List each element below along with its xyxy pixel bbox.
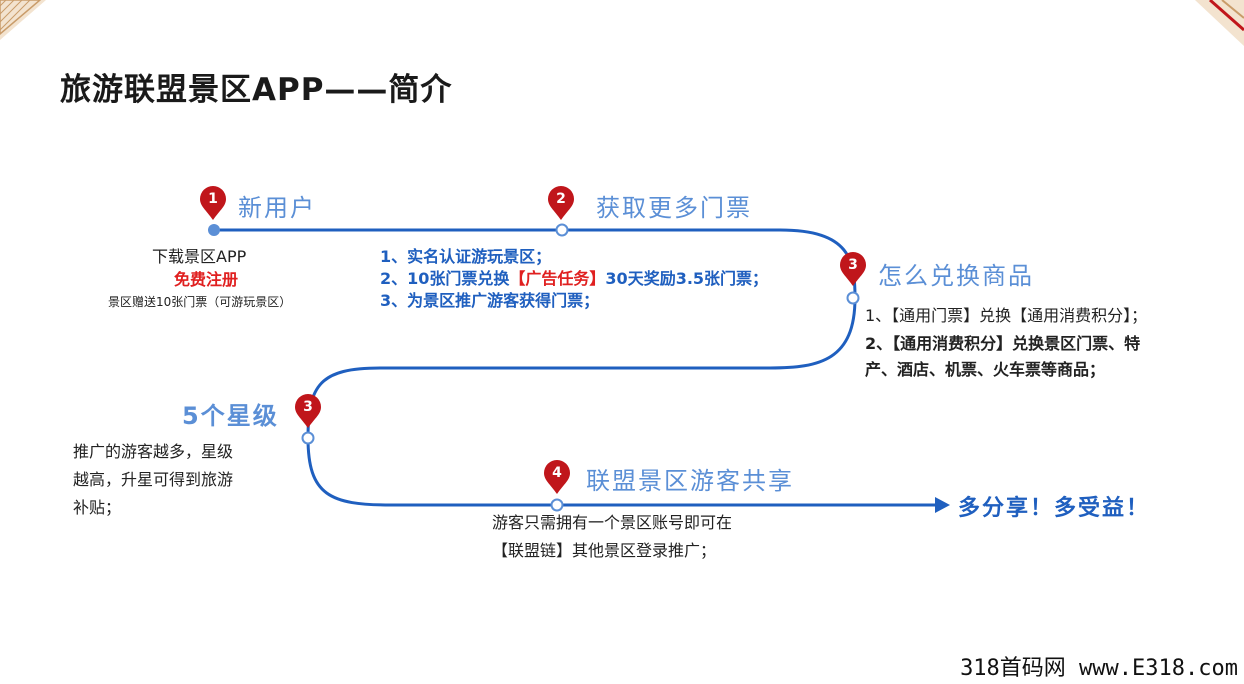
s2-line2: 2、10张门票兑换【广告任务】30天奖励3.5张门票； — [380, 268, 768, 290]
s4-line1: 推广的游客越多，星级 — [73, 442, 234, 461]
step-2-label: 获取更多门票 — [596, 194, 752, 222]
s3-line1: 1、【通用门票】兑换【通用消费积分】； — [865, 306, 1148, 325]
badge-number: 1 — [208, 191, 218, 207]
map-pin-icon — [548, 186, 574, 220]
badge-number: 2 — [556, 191, 566, 207]
s5-line1: 游客只需拥有一个景区账号即可在 — [492, 513, 733, 532]
map-pin-icon — [200, 186, 226, 220]
node-5 — [550, 498, 564, 512]
badge-number: 3 — [303, 399, 313, 415]
s1-line1: 下载景区APP — [152, 247, 247, 266]
corner-decoration-right — [1195, 0, 1244, 46]
page-title: 旅游联盟景区APP——简介 — [60, 72, 453, 108]
s5-line2: 【联盟链】其他景区登录推广； — [492, 541, 717, 560]
s1-line3: 景区赠送10张门票（可游玩景区） — [108, 295, 292, 309]
node-1 — [208, 224, 220, 236]
s2-line2-a: 2、10张门票兑换 — [380, 269, 510, 288]
s3-line2: 2、【通用消费积分】兑换景区门票、特 — [865, 334, 1141, 353]
step-4-label: 5个星级 — [182, 402, 279, 430]
map-pin-icon — [840, 252, 866, 286]
s2-line1: 1、实名认证游玩景区； — [380, 247, 552, 266]
end-slogan: 多分享！多受益！ — [958, 496, 1151, 521]
corner-decoration-left — [0, 0, 46, 40]
badge-number: 4 — [552, 465, 562, 481]
arrow-head — [935, 497, 950, 513]
node-3 — [846, 291, 860, 305]
s2-line3: 3、为景区推广游客获得门票； — [380, 291, 600, 310]
step-5-label: 联盟景区游客共享 — [586, 467, 794, 495]
footer-watermark: 318首码网 www.E318.com — [960, 656, 1238, 681]
node-2 — [555, 223, 569, 237]
s2-line2-c: 30天奖励3.5张门票； — [605, 269, 769, 288]
step-3-label: 怎么兑换商品 — [878, 262, 1034, 290]
map-pin-icon — [544, 460, 570, 494]
map-pin-icon — [295, 394, 321, 428]
s4-line2: 越高，升星可得到旅游 — [73, 470, 234, 489]
s1-line2: 免费注册 — [174, 270, 239, 289]
s2-line2-b: 【广告任务】 — [509, 269, 606, 288]
s4-line3: 补贴； — [73, 498, 122, 517]
step-1-label: 新用户 — [238, 194, 316, 222]
badge-number: 3 — [848, 257, 858, 273]
s3-line3: 产、酒店、机票、火车票等商品； — [865, 360, 1106, 379]
node-4 — [301, 431, 315, 445]
